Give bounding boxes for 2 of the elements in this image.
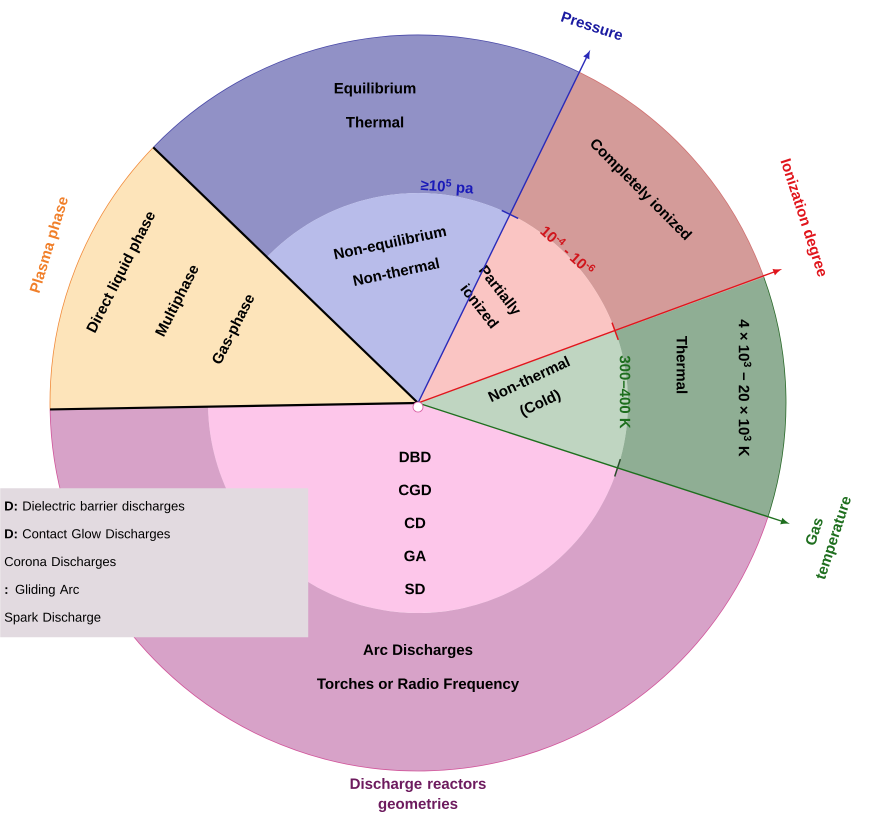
value-label: ≥10$^{5}$ pa xyxy=(420,179,474,196)
abbreviation-box: D: Dielectric barrier discharges D: Contact Glow Discharges Corona Discharges : Gliding Arc Spark Discharge xyxy=(0,488,308,638)
